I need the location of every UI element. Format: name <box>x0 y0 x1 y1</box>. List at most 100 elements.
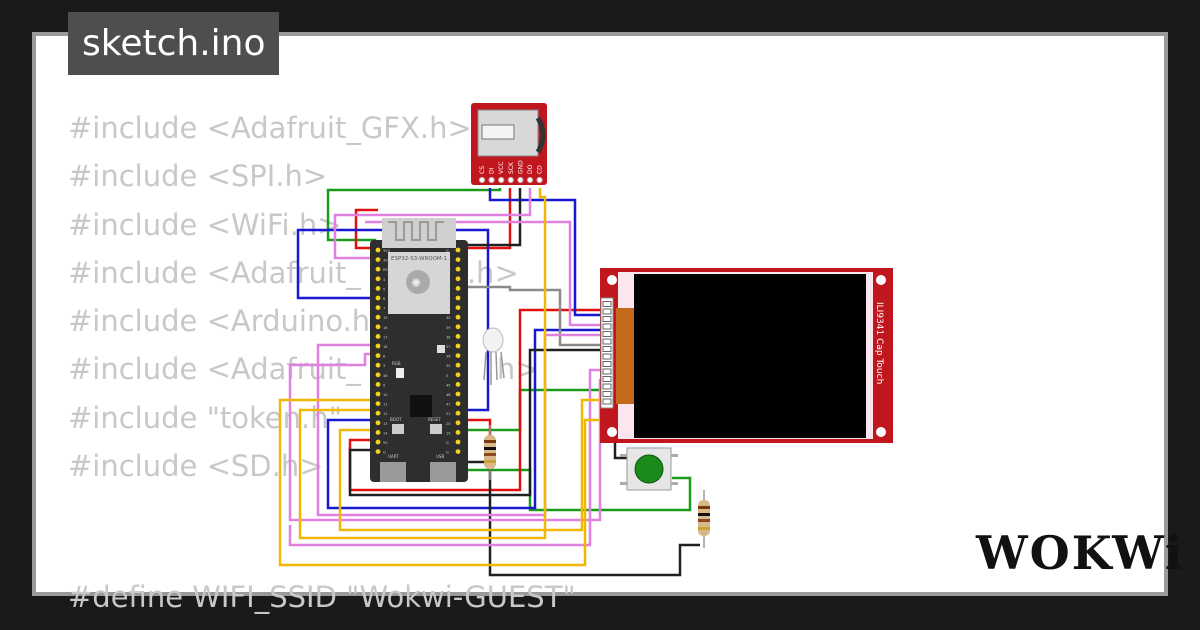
esp-pin[interactable] <box>455 449 461 454</box>
esp-pin[interactable] <box>375 362 381 368</box>
esp-pin[interactable] <box>375 295 381 301</box>
esp-pin[interactable] <box>375 372 381 378</box>
wire-pink[interactable] <box>288 368 610 547</box>
wire-yellow[interactable] <box>338 398 610 532</box>
esp-pin[interactable] <box>375 314 381 320</box>
esp-pin-label: 48 <box>446 393 450 397</box>
wire-red[interactable] <box>354 188 512 250</box>
display-pin[interactable] <box>602 376 612 382</box>
display-pin[interactable] <box>602 361 612 367</box>
esp-pin[interactable] <box>375 420 381 426</box>
ili9341-display[interactable]: ILI9341 Cap Touch <box>600 268 893 443</box>
esp-pin[interactable] <box>455 439 461 445</box>
sd-pin[interactable] <box>517 176 524 184</box>
sd-pin[interactable] <box>536 176 543 184</box>
esp-pin[interactable] <box>375 382 381 387</box>
esp-pin[interactable] <box>455 257 461 262</box>
esp-pin-label: 17 <box>383 335 387 339</box>
display-pin[interactable] <box>602 316 612 322</box>
esp-pin[interactable] <box>375 276 381 282</box>
sd-pin-label: DI <box>489 167 496 174</box>
esp-pin[interactable] <box>375 439 381 445</box>
wire-blue[interactable] <box>488 188 610 317</box>
wire-blue[interactable] <box>326 328 610 510</box>
wire-pink[interactable] <box>333 188 532 260</box>
esp-pin[interactable] <box>375 430 381 435</box>
esp-pin[interactable] <box>455 247 461 253</box>
wire-yellow[interactable] <box>278 398 610 567</box>
esp-pin-label: 10 <box>383 393 387 397</box>
display-pin[interactable] <box>602 368 612 375</box>
esp-pin[interactable] <box>375 343 381 349</box>
esp-pin[interactable] <box>455 382 461 387</box>
esp-pin[interactable] <box>375 353 381 358</box>
esp-pin[interactable] <box>375 257 381 262</box>
esp-pin[interactable] <box>455 324 461 330</box>
esp-pin[interactable] <box>375 324 381 330</box>
esp-pin-label: 0 <box>446 374 448 378</box>
wire-black[interactable] <box>455 188 522 247</box>
esp-pin[interactable] <box>455 420 461 426</box>
esp-pin[interactable] <box>375 305 381 310</box>
esp-pin[interactable] <box>455 266 461 272</box>
esp-pin[interactable] <box>375 247 381 253</box>
reset-button[interactable] <box>430 424 442 434</box>
esp-pin[interactable] <box>455 401 461 406</box>
wire-black[interactable] <box>348 348 610 497</box>
wire-yellow[interactable] <box>298 188 547 540</box>
wire-pink[interactable] <box>365 220 610 327</box>
esp-pin[interactable] <box>455 372 461 378</box>
wire-pink[interactable] <box>316 333 610 517</box>
esp-pin[interactable] <box>455 295 461 301</box>
esp-pin[interactable] <box>455 391 461 397</box>
display-pin[interactable] <box>602 331 612 337</box>
esp-pin[interactable] <box>455 430 461 435</box>
wire-red[interactable] <box>348 308 610 492</box>
wire-green[interactable] <box>455 468 692 512</box>
esp-pin[interactable] <box>375 391 381 397</box>
esp-pin[interactable] <box>375 410 381 416</box>
code-line: #include <SPI.h> <box>68 159 328 194</box>
display-pin[interactable] <box>602 338 612 345</box>
display-pin[interactable] <box>602 346 612 352</box>
esp-pin[interactable] <box>375 401 381 406</box>
display-pin[interactable] <box>602 301 612 307</box>
rgb-led[interactable] <box>482 327 505 385</box>
esp-pin[interactable] <box>455 410 461 416</box>
sd-pin[interactable] <box>498 176 505 184</box>
display-pin[interactable] <box>602 383 612 390</box>
esp-pin[interactable] <box>455 286 461 291</box>
esp-pin-label: 47 <box>446 403 450 407</box>
display-pin[interactable] <box>602 308 612 315</box>
esp-pin[interactable] <box>455 353 461 358</box>
resistor[interactable] <box>484 425 496 480</box>
esp-pin[interactable] <box>375 449 381 454</box>
display-pin[interactable] <box>602 398 612 405</box>
wire-gray[interactable] <box>455 285 610 347</box>
esp-pin[interactable] <box>455 305 461 310</box>
esp-pin[interactable] <box>375 266 381 272</box>
esp-pin[interactable] <box>455 343 461 349</box>
esp32-s3-board[interactable]: ESP32-S3-WROOM-1 ✺ RGB BOOT RESET UART U… <box>370 218 468 482</box>
push-button[interactable] <box>620 447 678 491</box>
esp-pin[interactable] <box>375 286 381 291</box>
esp-pin-label: 5V <box>383 441 388 445</box>
display-pin[interactable] <box>602 391 612 397</box>
esp-pin[interactable] <box>455 276 461 282</box>
display-pin[interactable] <box>602 353 612 360</box>
sd-pin[interactable] <box>507 176 514 184</box>
uart-usb-port[interactable] <box>380 462 406 482</box>
usb-port[interactable] <box>430 462 456 482</box>
file-tab[interactable]: sketch.ino <box>68 12 280 75</box>
esp-pin[interactable] <box>375 334 381 339</box>
sd-pin[interactable] <box>478 176 486 184</box>
sd-pin[interactable] <box>488 176 495 184</box>
boot-button[interactable] <box>392 424 404 434</box>
resistor[interactable] <box>698 490 710 548</box>
sd-pin[interactable] <box>526 176 534 184</box>
esp-pin[interactable] <box>455 362 461 368</box>
display-pin[interactable] <box>602 323 612 330</box>
esp-pin[interactable] <box>455 314 461 320</box>
esp-pin[interactable] <box>455 334 461 339</box>
